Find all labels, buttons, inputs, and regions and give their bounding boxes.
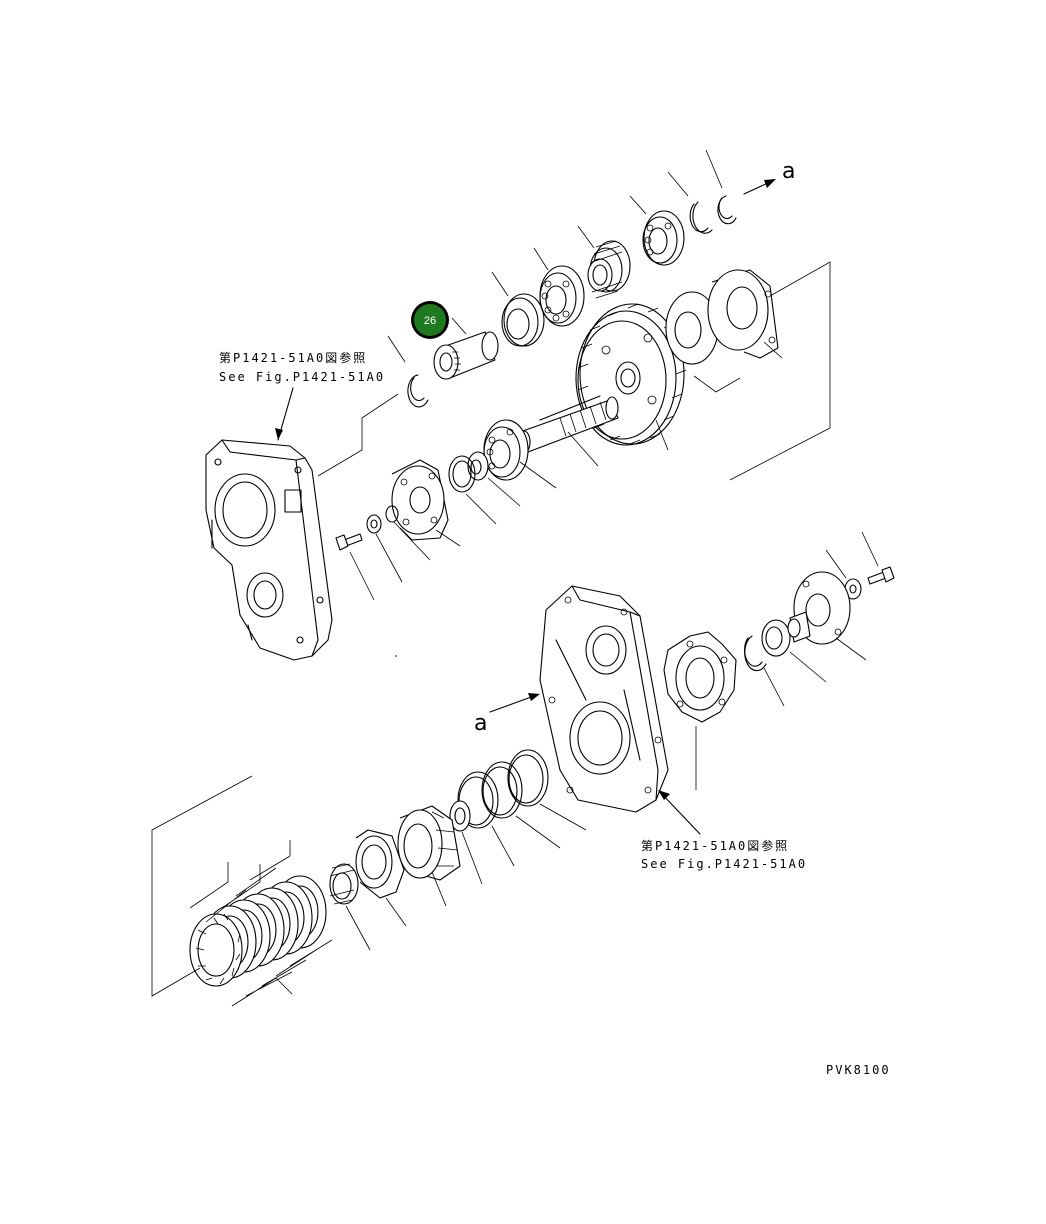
part-26-badge[interactable]: 26 (411, 301, 449, 339)
end-cover-flange[interactable] (391, 459, 449, 541)
snap-ring-small[interactable] (407, 374, 429, 408)
ref-label-mid-jp: 第P1421-51A0図参照 (641, 838, 789, 853)
ring-1[interactable] (507, 749, 549, 807)
ring-2[interactable] (481, 761, 523, 819)
ball-bearing-1[interactable] (539, 265, 585, 327)
needle-bearing-lower[interactable] (329, 863, 359, 905)
arrow-label-upper: a (782, 159, 795, 184)
ref-label-top-en: See Fig.P1421-51A0 (219, 370, 385, 384)
ball-bearing-3[interactable] (483, 419, 529, 481)
sleeve-bushing-26[interactable] (433, 331, 499, 380)
arrow-a-lower (489, 695, 535, 713)
transmission-case-upper[interactable] (205, 439, 333, 661)
badge-number: 26 (424, 315, 436, 327)
bolt-lower[interactable] (867, 566, 895, 585)
retainer-plate[interactable] (355, 829, 405, 899)
bearing-retainer[interactable] (707, 269, 779, 359)
snap-ring-3[interactable] (717, 195, 737, 225)
ball-bearing-2[interactable] (642, 210, 685, 266)
bearing-cage[interactable] (663, 631, 737, 723)
spacer-collar[interactable] (467, 451, 489, 481)
oil-seal[interactable] (761, 618, 801, 657)
bearing-lower[interactable] (449, 800, 471, 832)
ref-label-top-jp: 第P1421-51A0図参照 (219, 350, 367, 365)
o-ring[interactable] (385, 505, 399, 523)
needle-bearing-upper[interactable] (501, 293, 545, 347)
ref-label-mid-en: See Fig.P1421-51A0 (641, 857, 807, 871)
clutch-disc-pack[interactable] (189, 875, 327, 987)
small-gear[interactable] (587, 240, 631, 299)
ref-arrow-mid (659, 791, 701, 835)
bolt-upper[interactable] (335, 533, 363, 551)
snap-ring-shaft[interactable] (448, 455, 476, 493)
arrow-label-lower: a (474, 711, 487, 736)
clutch-drum[interactable] (397, 805, 461, 881)
snap-ring-lower[interactable] (744, 635, 767, 672)
transmission-case-lower[interactable] (539, 585, 669, 813)
badge-fill (414, 304, 446, 336)
washer-upper[interactable] (366, 514, 382, 534)
drawing-code: PVK8100 (826, 1063, 891, 1077)
snap-ring-2[interactable] (689, 201, 713, 234)
